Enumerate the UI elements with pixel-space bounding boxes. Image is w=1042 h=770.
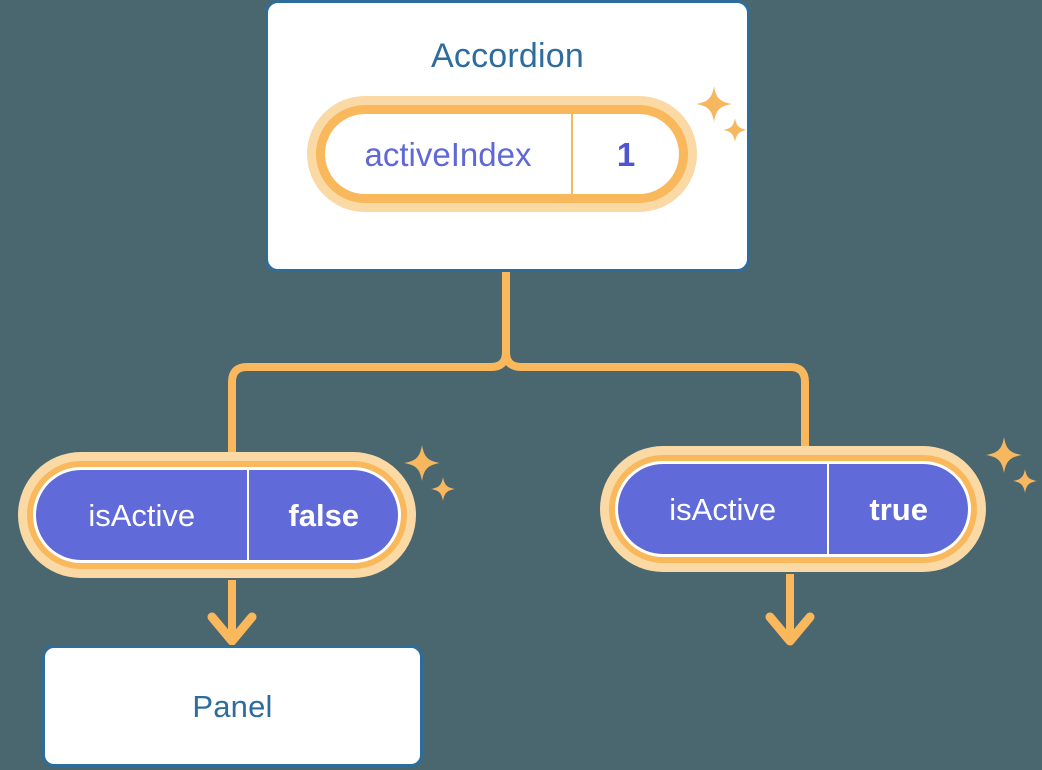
state-badge-key: isActive: [669, 491, 777, 527]
component-card-panel-left[interactable]: Panel: [42, 645, 423, 767]
state-badge-body: isActive true: [615, 461, 971, 557]
state-badge-ring: isActive true: [609, 455, 977, 563]
state-badge-ring: isActive false: [27, 461, 407, 569]
state-badge-ring: activeIndex 1: [316, 105, 688, 203]
state-badge-divider: [827, 464, 830, 554]
state-badge-value: 1: [616, 135, 636, 173]
state-badge-key: activeIndex: [364, 135, 532, 173]
state-badge-glow: isActive false: [18, 452, 416, 578]
connector-root-split: [228, 268, 510, 474]
state-badge-glow: isActive true: [600, 446, 986, 572]
state-badge-fill: isActive true: [618, 464, 968, 554]
state-badge-isactive-false[interactable]: isActive false: [18, 452, 416, 578]
sparkle-group-right: [986, 437, 1037, 493]
sparkle-icon: [986, 437, 1022, 473]
state-badge-fill: isActive false: [36, 470, 398, 560]
state-badge-key: isActive: [88, 497, 196, 533]
arrow-left-panel: [207, 580, 257, 646]
state-badge-isactive-true[interactable]: isActive true: [600, 446, 986, 572]
arrow-right-panel: [765, 574, 815, 646]
state-badge-glow: activeIndex 1: [307, 96, 697, 212]
component-title-panel-left: Panel: [192, 688, 273, 724]
state-badge-value: false: [288, 497, 360, 533]
state-badge-body: isActive false: [33, 467, 401, 563]
state-badge-activeindex[interactable]: activeIndex 1: [307, 96, 697, 212]
state-badge-value: true: [869, 491, 928, 527]
state-badge-divider: [247, 470, 250, 560]
component-title-accordion: Accordion: [431, 37, 584, 75]
state-badge-divider: [571, 114, 573, 194]
sparkle-icon: [431, 477, 455, 501]
state-badge-body: activeIndex 1: [325, 114, 679, 194]
sparkle-icon: [1013, 469, 1037, 493]
